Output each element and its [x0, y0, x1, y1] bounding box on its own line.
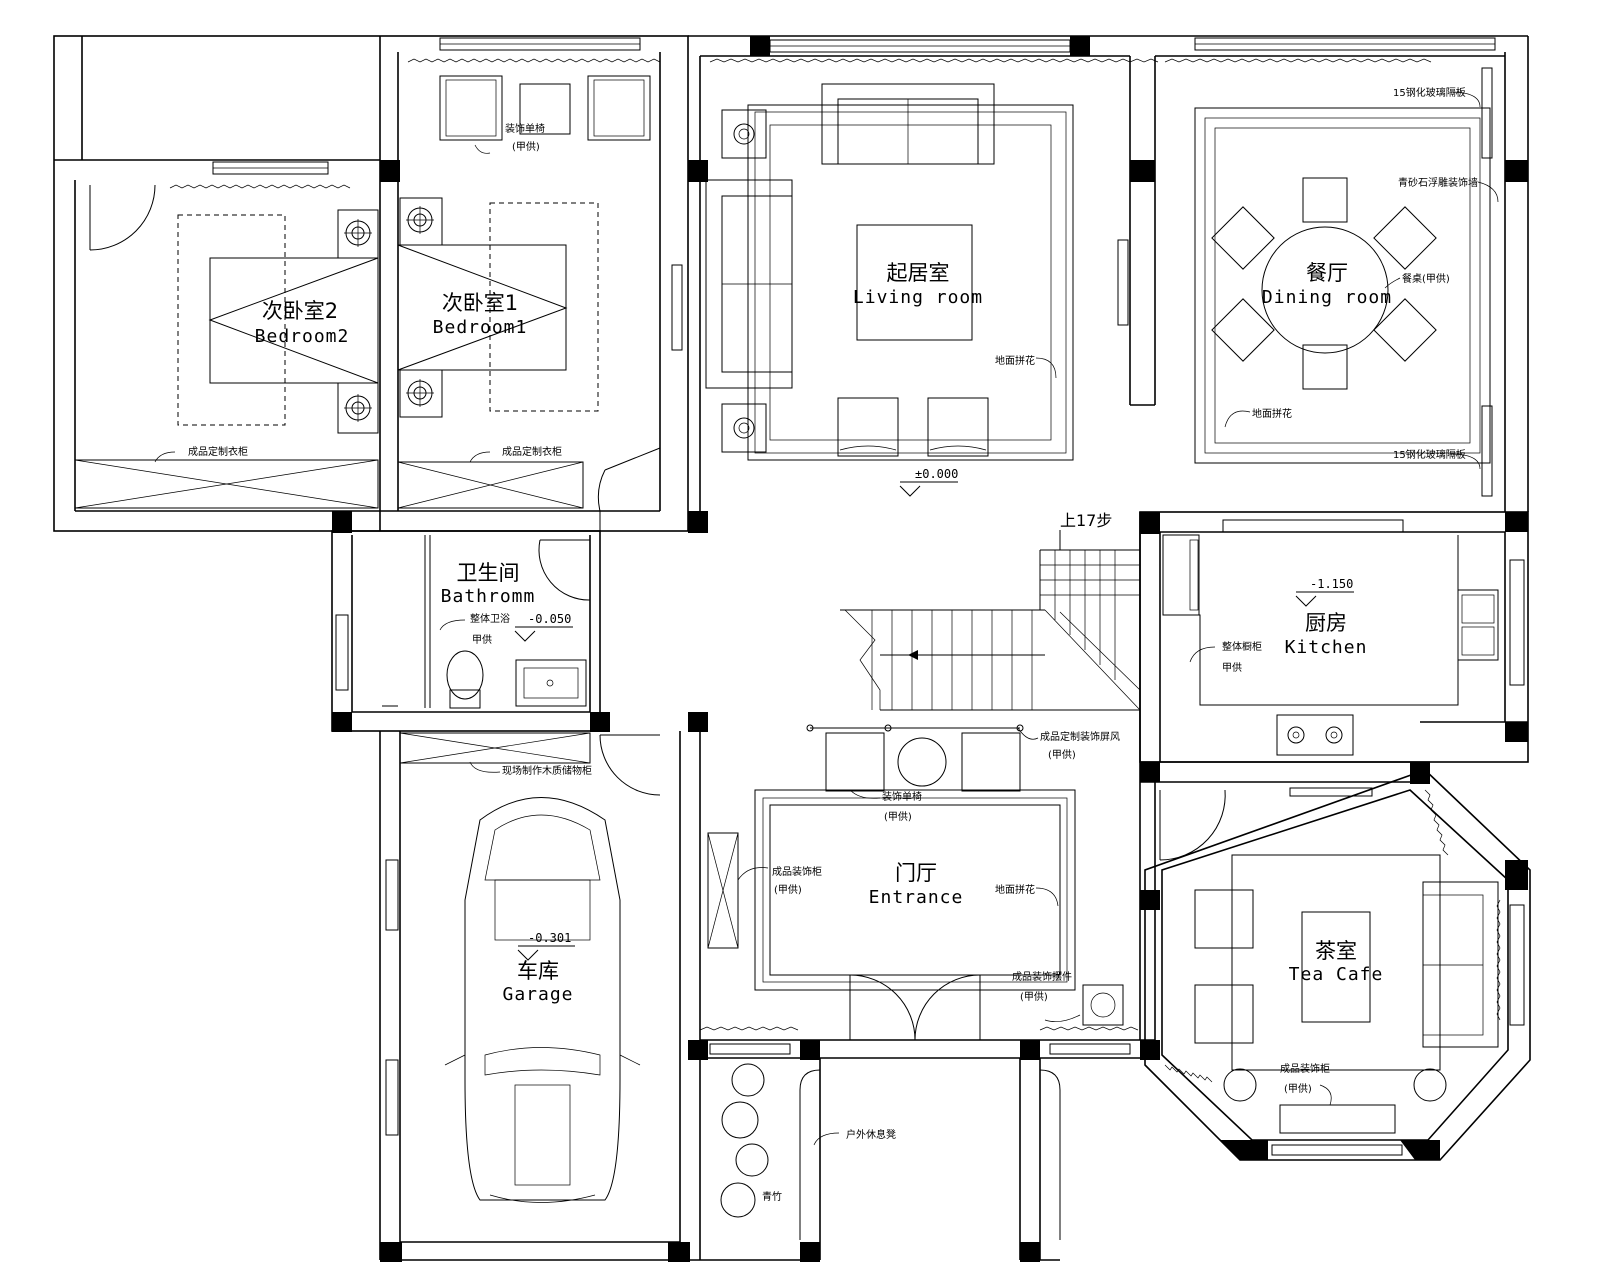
label-bathroom-en: Bathromm	[441, 586, 536, 607]
label-tea-cn: 茶室	[1315, 939, 1357, 963]
level-living: ±0.000	[915, 467, 958, 481]
entrance-furniture	[707, 724, 1124, 1026]
ann-display-supply: (甲供)	[774, 883, 802, 896]
garage-car	[444, 797, 641, 1203]
ann-floor-dining: 地面拼花	[1252, 407, 1292, 420]
living-furniture	[705, 83, 1074, 461]
exterior-walls	[53, 35, 1529, 1261]
staircase	[840, 549, 1141, 711]
kitchen-fixtures	[1162, 534, 1499, 797]
label-living-cn: 起居室	[887, 261, 950, 285]
level-bathroom: -0.050	[528, 612, 571, 626]
ann-dining-table: 餐桌(甲供)	[1402, 272, 1450, 285]
label-bathroom-cn: 卫生间	[457, 561, 520, 585]
ann-bamboo: 青竹	[762, 1190, 782, 1203]
label-bedroom2-cn: 次卧室2	[262, 299, 338, 323]
ann-kitchen-cabinet: 整体橱柜	[1222, 640, 1262, 653]
ann-entrance-chair: 装饰单椅	[882, 790, 922, 803]
bathroom-fixtures	[382, 535, 587, 709]
ann-decor-chair: 装饰单椅	[505, 122, 545, 135]
annotations: 装饰单椅 (甲供) 成品定制衣柜 成品定制衣柜 地面拼花 15钢化玻璃隔板 青砂…	[154, 86, 1499, 1203]
ann-floor-entrance: 地面拼花	[995, 883, 1035, 896]
ann-floor-living: 地面拼花	[995, 354, 1035, 367]
label-kitchen-en: Kitchen	[1285, 637, 1368, 658]
level-markers: ±0.000 -0.050 -1.150 -0.301 上17步	[514, 467, 1354, 961]
ann-decor-chair-supply: (甲供)	[512, 140, 540, 153]
room-labels: 次卧室2 Bedroom2 次卧室1 Bedroom1 起居室 Living r…	[255, 261, 1392, 1005]
label-tea-en: Tea Cafe	[1289, 964, 1384, 985]
ann-tea-cabinet-supply: (甲供)	[1284, 1082, 1312, 1095]
ann-wardrobe-bed1: 成品定制衣柜	[502, 445, 562, 458]
label-dining-cn: 餐厅	[1306, 261, 1348, 285]
ann-decor-piece-supply: (甲供)	[1020, 990, 1048, 1003]
label-kitchen-cn: 厨房	[1305, 611, 1347, 635]
ann-bath-supply: 甲供	[472, 633, 492, 646]
stairs-label: 上17步	[1060, 511, 1112, 530]
label-dining-en: Dining room	[1262, 287, 1392, 308]
bedroom2-furniture	[74, 209, 379, 509]
ann-storage: 现场制作木质储物柜	[502, 764, 592, 777]
ann-screen: 成品定制装饰屏风	[1040, 730, 1120, 743]
ann-glass-top: 15钢化玻璃隔板	[1393, 86, 1466, 99]
storage-cabinet	[399, 732, 591, 764]
label-bedroom1-en: Bedroom1	[433, 317, 528, 338]
ann-sandstone: 青砂石浮雕装饰墙	[1398, 176, 1478, 189]
ann-entrance-chair-supply: (甲供)	[884, 810, 912, 823]
curtains	[169, 58, 1501, 1083]
label-garage-en: Garage	[502, 984, 573, 1005]
label-bedroom2-en: Bedroom2	[255, 326, 350, 347]
doors	[89, 184, 1226, 1041]
ann-tea-cabinet: 成品装饰柜	[1280, 1062, 1330, 1075]
label-entrance-cn: 门厅	[895, 861, 937, 885]
columns	[332, 36, 1528, 1262]
ann-wardrobe-bed2: 成品定制衣柜	[188, 445, 248, 458]
ann-kitchen-supply: 甲供	[1222, 661, 1242, 674]
level-garage: -0.301	[528, 931, 571, 945]
ann-decor-piece: 成品装饰摆件	[1012, 970, 1072, 983]
label-living-en: Living room	[853, 287, 983, 308]
tea-cafe-furniture	[1194, 854, 1499, 1134]
level-kitchen: -1.150	[1310, 577, 1353, 591]
ann-display-cabinet: 成品装饰柜	[772, 865, 822, 878]
outdoor-garden	[720, 1063, 1061, 1240]
windows	[212, 37, 1525, 1156]
ann-outdoor: 户外休息凳	[846, 1128, 896, 1141]
ann-glass-bottom: 15钢化玻璃隔板	[1393, 448, 1466, 461]
ann-screen-supply: (甲供)	[1048, 748, 1076, 761]
dining-furniture	[1194, 67, 1493, 497]
label-garage-cn: 车库	[517, 959, 559, 983]
bedroom1-furniture	[397, 75, 651, 509]
ann-bath-unit: 整体卫浴	[470, 612, 510, 625]
label-bedroom1-cn: 次卧室1	[442, 291, 518, 315]
label-entrance-en: Entrance	[869, 887, 964, 908]
